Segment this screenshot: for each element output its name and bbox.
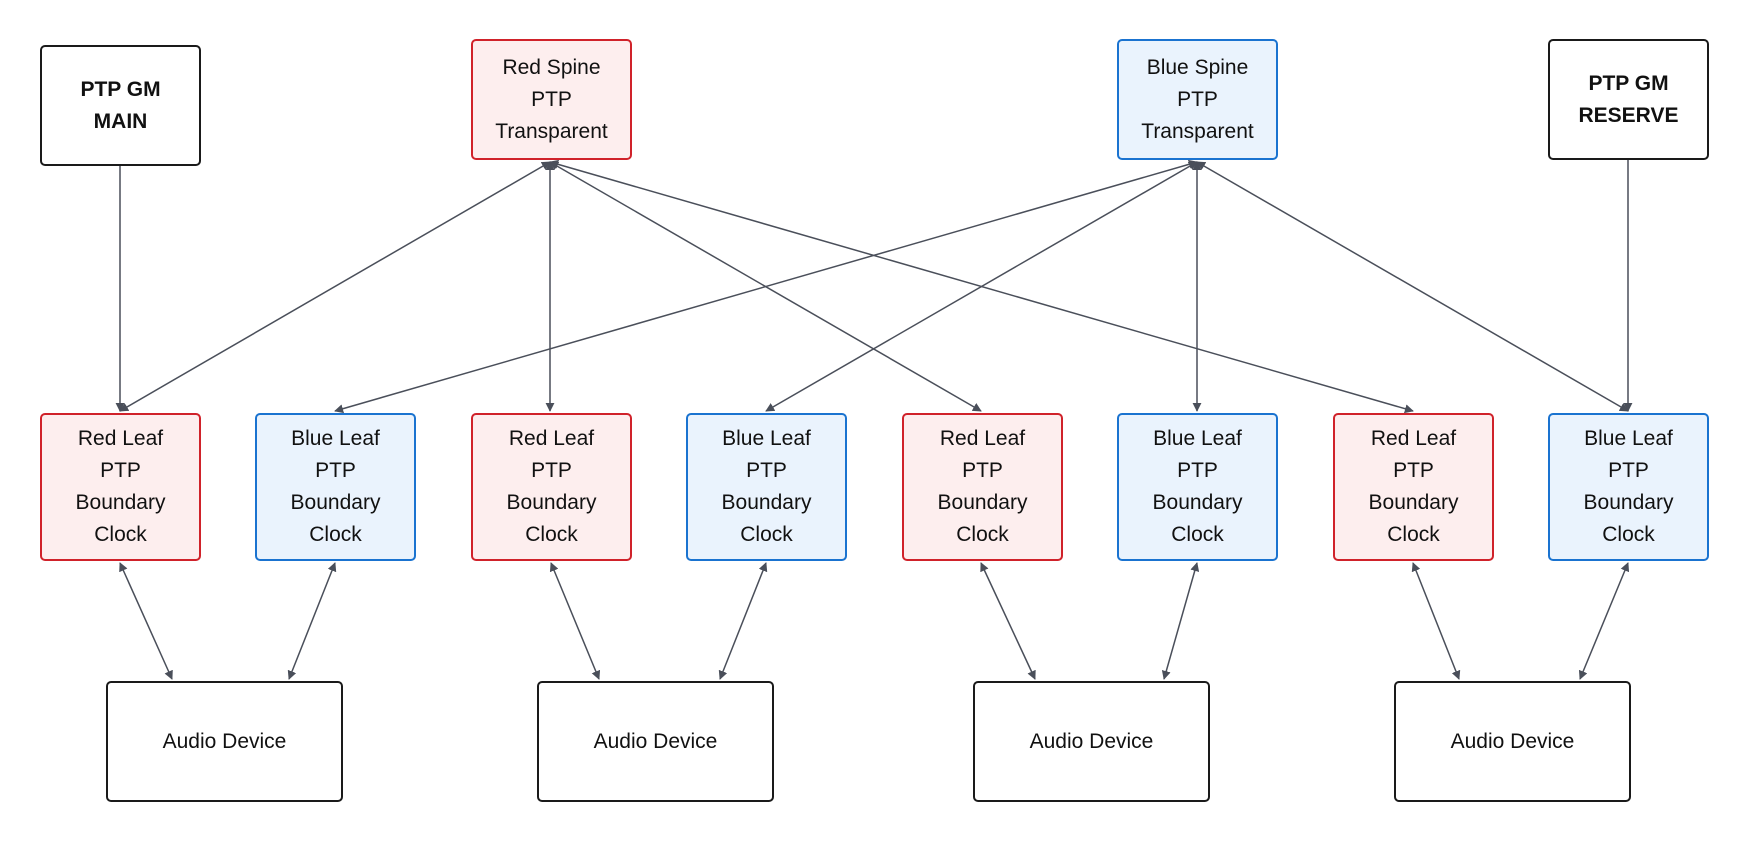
ptp-gm-main-label: PTP GM MAIN <box>80 77 161 133</box>
audio-device-label: Audio Device <box>593 729 718 753</box>
blue-leaf-node-4: Blue Leaf PTP Boundary Clock <box>1548 413 1709 561</box>
blue-leaf-node-3: Blue Leaf PTP Boundary Clock <box>1117 413 1278 561</box>
edge-leaf-red-3-to-audio-3 <box>980 562 1036 680</box>
blue-leaf-label: Blue Leaf PTP Boundary Clock <box>721 427 812 546</box>
blue-leaf-label: Blue Leaf PTP Boundary Clock <box>290 427 381 546</box>
red-leaf-node-1: Red Leaf PTP Boundary Clock <box>40 413 201 561</box>
red-leaf-node-3: Red Leaf PTP Boundary Clock <box>902 413 1063 561</box>
audio-device-label: Audio Device <box>1450 729 1575 753</box>
ptp-gm-main-node: PTP GM MAIN <box>40 45 201 166</box>
blue-spine-label: Blue Spine PTP Transparent <box>1141 55 1254 143</box>
edge-leaf-red-4-to-audio-4 <box>1411 562 1461 680</box>
red-leaf-node-2: Red Leaf PTP Boundary Clock <box>471 413 632 561</box>
red-leaf-label: Red Leaf PTP Boundary Clock <box>937 427 1028 546</box>
blue-spine-node: Blue Spine PTP Transparent <box>1117 39 1278 160</box>
red-leaf-label: Red Leaf PTP Boundary Clock <box>1368 427 1459 546</box>
blue-leaf-label: Blue Leaf PTP Boundary Clock <box>1583 427 1674 546</box>
red-leaf-label: Red Leaf PTP Boundary Clock <box>506 427 597 546</box>
edge-leaf-red-1-to-audio-1 <box>119 562 173 680</box>
edge-leaf-blue-4-to-audio-4 <box>1578 562 1630 680</box>
edge-blue-spine-to-leaf-blue-1 <box>334 159 1198 414</box>
blue-leaf-label: Blue Leaf PTP Boundary Clock <box>1152 427 1243 546</box>
edge-leaf-blue-1-to-audio-1 <box>287 562 337 680</box>
edge-blue-spine-to-leaf-blue-4 <box>1196 161 1629 412</box>
audio-device-label: Audio Device <box>162 729 287 753</box>
ptp-gm-reserve-label: PTP GM RESERVE <box>1578 71 1679 127</box>
blue-leaf-node-2: Blue Leaf PTP Boundary Clock <box>686 413 847 561</box>
audio-device-node-4: Audio Device <box>1394 681 1631 802</box>
blue-leaf-node-1: Blue Leaf PTP Boundary Clock <box>255 413 416 561</box>
audio-device-label: Audio Device <box>1029 729 1154 753</box>
red-leaf-node-4: Red Leaf PTP Boundary Clock <box>1333 413 1494 561</box>
audio-device-node-1: Audio Device <box>106 681 343 802</box>
audio-device-node-2: Audio Device <box>537 681 774 802</box>
red-spine-label: Red Spine PTP Transparent <box>495 55 608 143</box>
audio-device-node-3: Audio Device <box>973 681 1210 802</box>
red-spine-node: Red Spine PTP Transparent <box>471 39 632 160</box>
edge-blue-spine-to-leaf-blue-2 <box>765 161 1198 412</box>
edge-leaf-red-2-to-audio-2 <box>549 562 601 680</box>
red-leaf-label: Red Leaf PTP Boundary Clock <box>75 427 166 546</box>
edge-leaf-blue-3-to-audio-3 <box>1161 562 1200 680</box>
edge-leaf-blue-2-to-audio-2 <box>718 562 768 680</box>
edge-red-spine-to-leaf-red-1 <box>119 161 551 412</box>
ptp-gm-reserve-node: PTP GM RESERVE <box>1548 39 1709 160</box>
